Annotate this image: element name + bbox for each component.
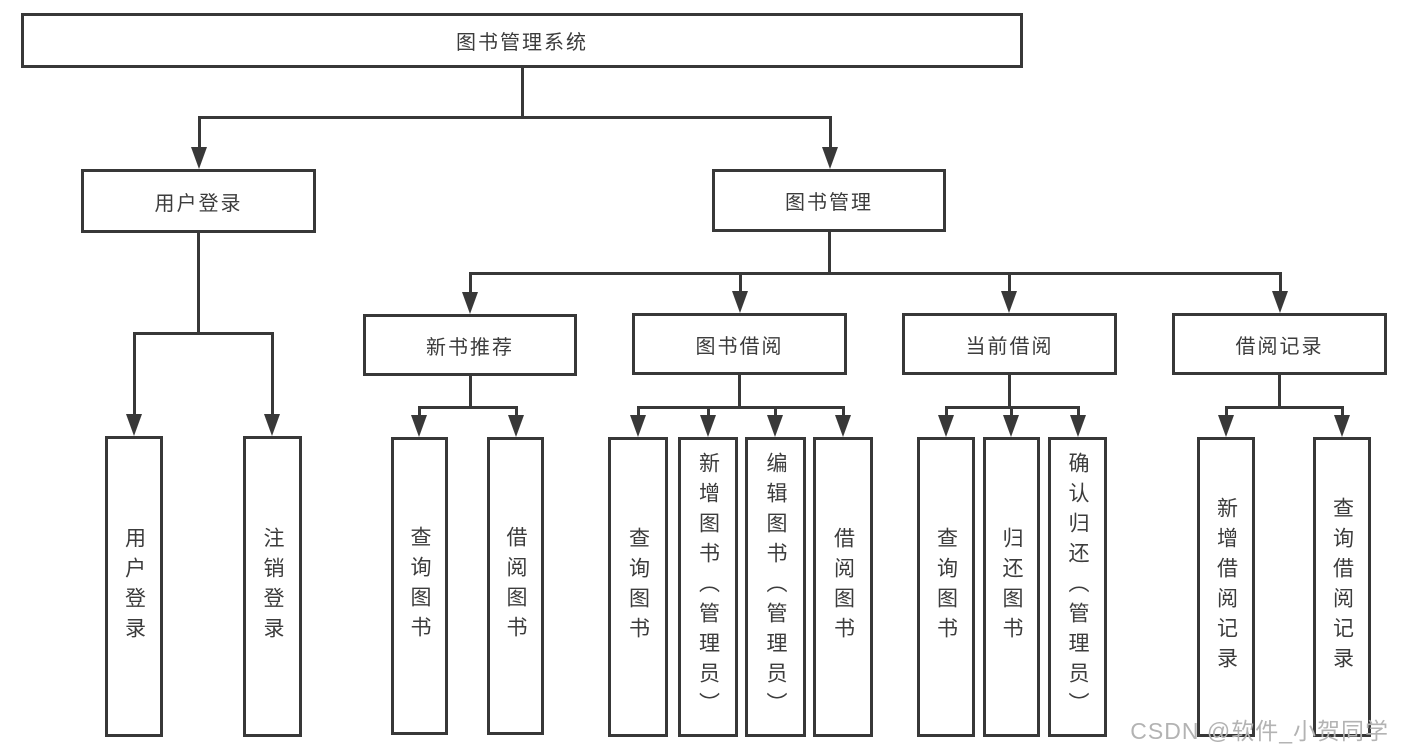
- connector-drop: [1007, 273, 1011, 293]
- node-leaf-query-book-1: 查询图书: [391, 437, 448, 735]
- connector-stub: [1277, 375, 1281, 409]
- connector-drop: [773, 407, 777, 417]
- connector-drop: [270, 333, 274, 416]
- connector-stub: [827, 232, 831, 275]
- arrowhead-down-icon: [1070, 415, 1086, 437]
- connector-drop: [841, 407, 845, 417]
- connector-bar: [636, 405, 845, 409]
- node-label-leaf-user-login: 用户登录: [122, 526, 146, 647]
- arrowhead-down-icon: [1218, 415, 1234, 437]
- connector-drop: [706, 407, 710, 417]
- arrowhead-down-icon: [1001, 291, 1017, 313]
- connector-stub: [520, 68, 524, 119]
- node-leaf-user-login: 用户登录: [105, 436, 163, 737]
- arrowhead-down-icon: [822, 147, 838, 169]
- node-label-leaf-edit-book: 编辑图书（管理员）: [764, 452, 787, 722]
- node-label-leaf-query-book-1: 查询图书: [408, 526, 431, 646]
- node-label-leaf-borrow-book-2: 借阅图书: [831, 527, 855, 647]
- node-leaf-query-book-2: 查询图书: [608, 437, 668, 737]
- node-label-leaf-logout: 注销登录: [261, 526, 284, 647]
- arrowhead-down-icon: [508, 415, 524, 437]
- node-label-current-borrow: 当前借阅: [965, 335, 1054, 358]
- node-new-book-rec: 新书推荐: [363, 314, 577, 376]
- node-leaf-confirm-return: 确认归还（管理员）: [1048, 437, 1107, 737]
- node-leaf-edit-book: 编辑图书（管理员）: [745, 437, 806, 737]
- arrowhead-down-icon: [630, 415, 646, 437]
- node-user-login: 用户登录: [81, 169, 316, 233]
- connector-drop: [1340, 407, 1344, 417]
- node-leaf-query-book-3: 查询图书: [917, 437, 975, 737]
- arrowhead-down-icon: [191, 147, 207, 169]
- connector-drop: [738, 273, 742, 293]
- connector-drop: [1224, 407, 1228, 417]
- node-leaf-logout: 注销登录: [243, 436, 302, 737]
- node-label-leaf-borrow-book-1: 借阅图书: [504, 526, 527, 646]
- connector-bar: [417, 405, 518, 409]
- connector-bar: [1224, 405, 1344, 409]
- node-label-leaf-add-book: 新增图书（管理员）: [696, 452, 720, 722]
- arrowhead-down-icon: [1334, 415, 1350, 437]
- connector-drop: [1009, 407, 1013, 417]
- connector-drop: [828, 117, 832, 149]
- connector-drop: [636, 407, 640, 417]
- connector-stub: [468, 376, 472, 409]
- connector-bar: [132, 331, 274, 335]
- node-leaf-add-borrow-record: 新增借阅记录: [1197, 437, 1255, 737]
- node-leaf-add-book: 新增图书（管理员）: [678, 437, 738, 737]
- node-label-user-login: 用户登录: [154, 192, 243, 215]
- arrowhead-down-icon: [264, 414, 280, 436]
- arrowhead-down-icon: [767, 415, 783, 437]
- node-book-mgmt: 图书管理: [712, 169, 946, 232]
- node-leaf-borrow-book-1: 借阅图书: [487, 437, 544, 735]
- node-label-leaf-return-book: 归还图书: [1000, 527, 1023, 647]
- arrowhead-down-icon: [835, 415, 851, 437]
- node-current-borrow: 当前借阅: [902, 313, 1117, 375]
- connector-bar: [197, 115, 832, 119]
- node-leaf-query-borrow-record: 查询借阅记录: [1313, 437, 1371, 737]
- node-label-root: 图书管理系统: [456, 32, 588, 54]
- connector-drop: [132, 333, 136, 416]
- connector-bar: [468, 271, 1282, 275]
- arrowhead-down-icon: [938, 415, 954, 437]
- node-label-leaf-query-book-2: 查询图书: [626, 527, 650, 647]
- node-leaf-return-book: 归还图书: [983, 437, 1040, 737]
- connector-stub: [1007, 375, 1011, 409]
- arrowhead-down-icon: [732, 291, 748, 313]
- node-label-leaf-confirm-return: 确认归还（管理员）: [1066, 452, 1089, 722]
- node-book-borrow: 图书借阅: [632, 313, 847, 375]
- csdn-watermark: CSDN @软件_小贺同学: [1130, 718, 1389, 744]
- node-label-book-borrow: 图书借阅: [695, 335, 784, 358]
- node-label-leaf-query-book-3: 查询图书: [934, 527, 958, 647]
- node-root: 图书管理系统: [21, 13, 1023, 68]
- connector-stub: [737, 375, 741, 409]
- node-label-leaf-query-borrow-record: 查询借阅记录: [1330, 497, 1354, 677]
- connector-drop: [197, 117, 201, 149]
- connector-drop: [1076, 407, 1080, 417]
- connector-drop: [468, 273, 472, 294]
- node-leaf-borrow-book-2: 借阅图书: [813, 437, 873, 737]
- connector-drop: [514, 407, 518, 417]
- connector-drop: [944, 407, 948, 417]
- arrowhead-down-icon: [411, 415, 427, 437]
- node-borrow-records: 借阅记录: [1172, 313, 1387, 375]
- arrowhead-down-icon: [700, 415, 716, 437]
- arrowhead-down-icon: [126, 414, 142, 436]
- arrowhead-down-icon: [1272, 291, 1288, 313]
- connector-drop: [1278, 273, 1282, 293]
- node-label-book-mgmt: 图书管理: [785, 192, 873, 214]
- connector-stub: [196, 233, 200, 335]
- arrowhead-down-icon: [462, 292, 478, 314]
- node-label-leaf-add-borrow-record: 新增借阅记录: [1214, 497, 1238, 677]
- connector-drop: [417, 407, 421, 417]
- node-label-new-book-rec: 新书推荐: [426, 336, 514, 359]
- arrowhead-down-icon: [1003, 415, 1019, 437]
- node-label-borrow-records: 借阅记录: [1235, 335, 1324, 358]
